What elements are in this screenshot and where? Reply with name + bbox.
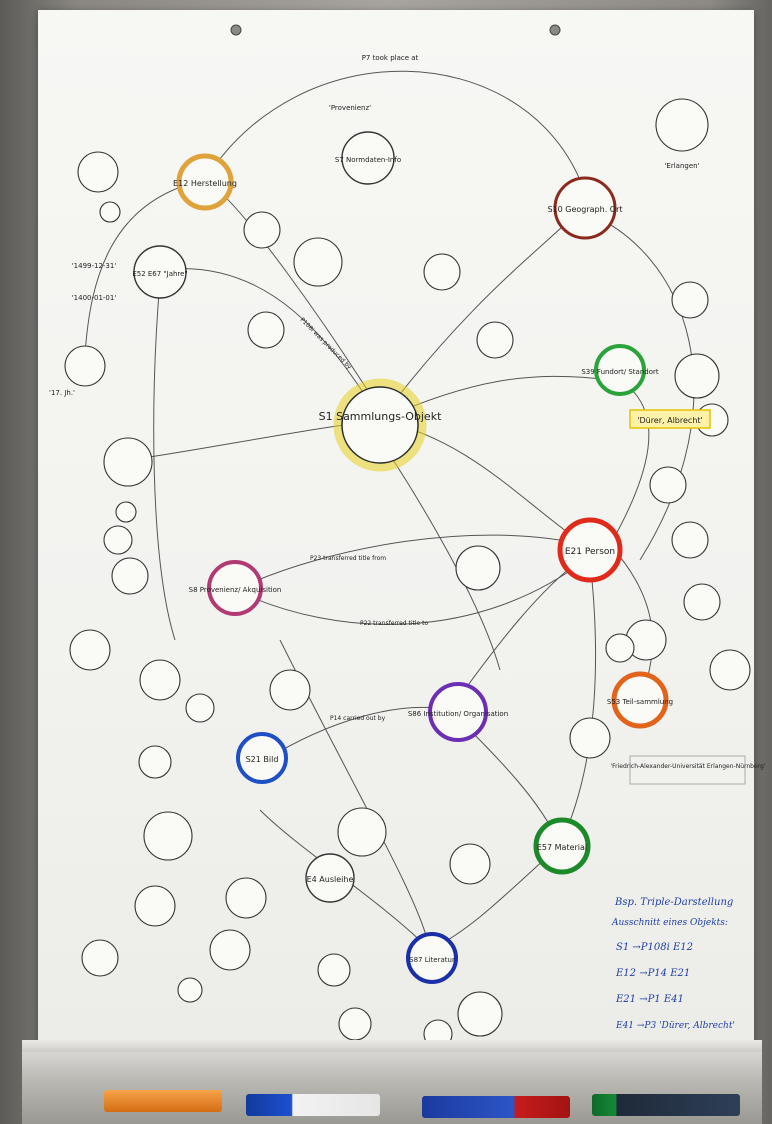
- erlangen-value: 'Erlangen': [664, 162, 699, 170]
- s21-label: S21 Bild: [246, 755, 279, 764]
- legend-row: E41 →P3 'Dürer, Albrecht': [615, 1021, 735, 1031]
- s87-label: S87 Literatur: [409, 956, 455, 964]
- edge-p23: P23 transferred title from: [310, 555, 386, 562]
- node-s7[interactable]: S7 Normdaten-Info: [335, 131, 401, 185]
- legend-title: Bsp. Triple-Darstellung: [614, 897, 733, 908]
- s39-label: S39 Fundort/ Standort: [581, 368, 659, 376]
- node-s21[interactable]: S21 Bild: [236, 732, 288, 784]
- marker-tray-lip: [22, 1040, 762, 1054]
- node-s10[interactable]: S10 Geograph. Ort: [547, 176, 623, 240]
- edge-p7: P7 took place at: [362, 54, 419, 62]
- legend-row: E21 →P1 E41: [615, 994, 684, 1005]
- date2-value: '1400-01-01': [72, 294, 117, 302]
- node-e12[interactable]: E12 Herstellung: [173, 153, 237, 211]
- node-e52[interactable]: E52 E67 "Jahre": [132, 245, 188, 299]
- node-e4[interactable]: E4 Ausleihe: [305, 853, 355, 903]
- s8-label: S8 Provenienz/ Akquisition: [189, 586, 282, 594]
- node-e57[interactable]: E57 Material: [533, 817, 591, 875]
- s53-label: S53 Teil-sammlung: [607, 698, 673, 706]
- node-s39[interactable]: S39 Fundort/ Standort: [581, 344, 659, 396]
- orange-highlighter-icon: [104, 1090, 222, 1112]
- e21-label: E21 Person: [565, 547, 615, 557]
- green-marker-icon: [592, 1094, 740, 1116]
- e52-label: E52 E67 "Jahre": [132, 270, 187, 278]
- highlight-boxes: 'Dürer, Albrecht' 'Friedrich-Alexander-U…: [49, 104, 766, 785]
- s10-label: S10 Geograph. Ort: [547, 205, 622, 214]
- node-s87[interactable]: S87 Literatur: [406, 932, 458, 984]
- fau-value: 'Friedrich-Alexander-Universität Erlange…: [610, 763, 765, 770]
- e12-label: E12 Herstellung: [173, 179, 237, 188]
- date1-value: '1499-12-31': [72, 262, 117, 270]
- vermerk-value: 'Provenienz': [329, 104, 371, 112]
- node-s53[interactable]: S53 Teil-sammlung: [607, 671, 673, 729]
- node-s86[interactable]: S86 Institution/ Organisation: [408, 682, 508, 742]
- jh-value: '17. Jh.': [49, 389, 75, 397]
- s1-label: S1 Sammlungs-Objekt: [319, 410, 442, 423]
- push-pins: [230, 24, 561, 36]
- s86-label: S86 Institution/ Organisation: [408, 710, 508, 718]
- triple-legend: Bsp. Triple-Darstellung Ausschnitt eines…: [611, 897, 735, 1031]
- legend-subtitle: Ausschnitt eines Objekts:: [611, 918, 728, 928]
- edge-p108: P108i was produced by: [299, 316, 354, 371]
- node-s1[interactable]: S1 Sammlungs-Objekt: [319, 378, 442, 472]
- e4-label: E4 Ausleihe: [307, 875, 354, 884]
- s7-label: S7 Normdaten-Info: [335, 156, 401, 164]
- red-marker-icon: [422, 1096, 570, 1118]
- duerer-value: 'Dürer, Albrecht': [637, 416, 702, 425]
- minor-nodes: [64, 98, 751, 1049]
- e57-label: E57 Material: [537, 843, 587, 852]
- edge-p22: P22 transferred title to: [360, 620, 428, 627]
- legend-row: E12 →P14 E21: [615, 968, 690, 979]
- edge-p14: P14 carried out by: [330, 715, 386, 722]
- legend-row: S1 →P108i E12: [616, 942, 693, 953]
- node-e21[interactable]: E21 Person: [557, 517, 623, 583]
- blue-marker-icon: [246, 1094, 380, 1116]
- node-s8[interactable]: S8 Provenienz/ Akquisition: [189, 560, 282, 616]
